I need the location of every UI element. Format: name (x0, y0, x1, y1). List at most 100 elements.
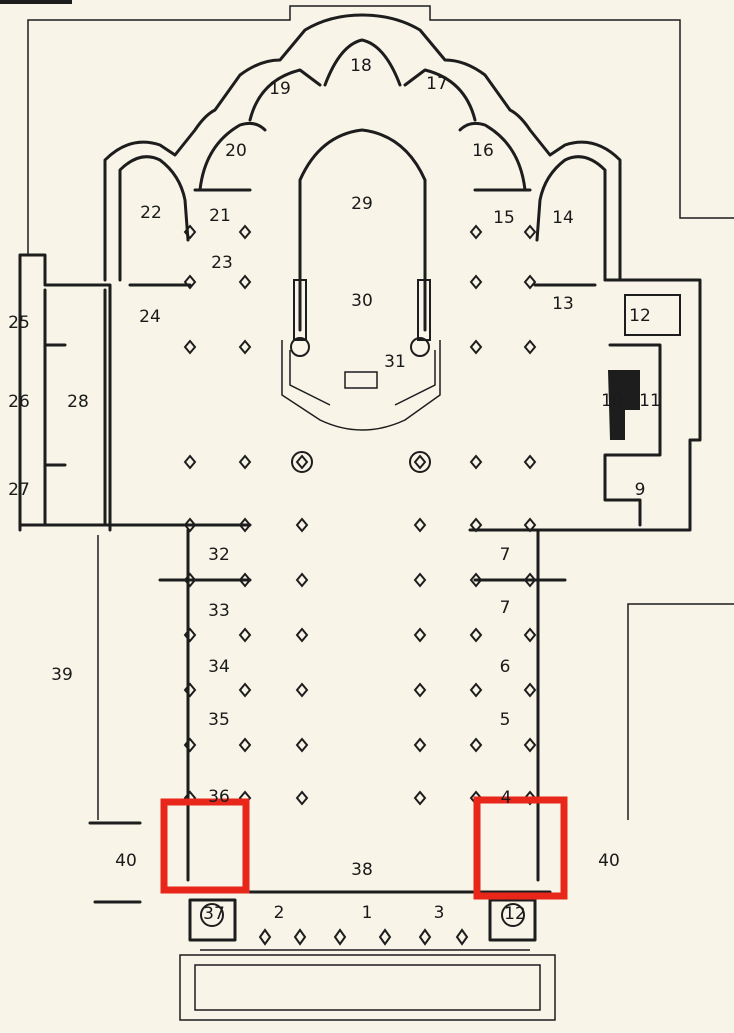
label-26: 26 (8, 392, 30, 412)
pier (523, 737, 537, 753)
pier (238, 517, 252, 533)
pier (238, 454, 252, 470)
label-6: 6 (500, 657, 511, 677)
label-15: 15 (493, 208, 515, 228)
pier (183, 517, 197, 533)
pier (183, 454, 197, 470)
right-annex (468, 278, 702, 532)
pier (238, 737, 252, 753)
pier (238, 682, 252, 698)
nave-piers (183, 224, 537, 946)
label-11: 11 (639, 391, 661, 411)
label-16: 16 (472, 141, 494, 161)
pier (295, 790, 309, 806)
portal-pier (378, 928, 392, 946)
pier (238, 274, 252, 290)
pier (413, 627, 427, 643)
label-2: 2 (274, 903, 285, 923)
room-labels: 1 2 3 4 5 6 7 7 9 10 11 12 12 13 14 15 1… (8, 56, 661, 924)
label-25: 25 (8, 313, 30, 333)
crossing-pier (291, 451, 313, 473)
pier (469, 339, 483, 355)
pier (523, 572, 537, 588)
pier (413, 454, 427, 470)
label-18: 18 (350, 56, 372, 76)
label-36: 36 (208, 787, 230, 807)
pier (523, 682, 537, 698)
pier (413, 682, 427, 698)
pier (469, 627, 483, 643)
label-21: 21 (209, 206, 231, 226)
crossing-pier (409, 451, 431, 473)
label-33: 33 (208, 601, 230, 621)
highlight-box-right (473, 796, 568, 900)
pier (295, 627, 309, 643)
label-9: 9 (635, 480, 646, 500)
label-12a: 12 (629, 306, 651, 326)
pier (238, 224, 252, 240)
label-30: 30 (351, 291, 373, 311)
label-28: 28 (67, 392, 89, 412)
label-10: 10 (601, 391, 623, 411)
label-40a: 40 (115, 851, 137, 871)
portal-pier (333, 928, 347, 946)
pier (183, 627, 197, 643)
pier (183, 572, 197, 588)
pier (295, 572, 309, 588)
pier (469, 682, 483, 698)
pier (183, 224, 197, 240)
label-29: 29 (351, 194, 373, 214)
portal-pier (258, 928, 272, 946)
label-5: 5 (500, 710, 511, 730)
pier (183, 682, 197, 698)
pier (469, 517, 483, 533)
pier (523, 339, 537, 355)
pier (295, 517, 309, 533)
pier (413, 790, 427, 806)
label-35: 35 (208, 710, 230, 730)
portal-pier (418, 928, 432, 946)
pier (469, 274, 483, 290)
pier (183, 339, 197, 355)
pier (523, 627, 537, 643)
apse-wall (103, 13, 622, 282)
pier (295, 454, 309, 470)
label-7a: 7 (500, 598, 511, 618)
site-boundary-lines (27, 5, 734, 820)
label-4: 4 (501, 788, 512, 808)
label-31: 31 (384, 352, 406, 372)
pier (238, 572, 252, 588)
pier (238, 339, 252, 355)
label-19: 19 (269, 79, 291, 99)
corner-tab (0, 0, 72, 4)
label-38: 38 (351, 860, 373, 880)
label-27: 27 (8, 480, 30, 500)
label-12b: 12 (504, 904, 526, 924)
pier (469, 224, 483, 240)
pier (183, 274, 197, 290)
label-24: 24 (139, 307, 161, 327)
label-39: 39 (51, 665, 73, 685)
left-chapels (18, 253, 597, 532)
pier (469, 737, 483, 753)
label-32: 32 (208, 545, 230, 565)
pier (413, 517, 427, 533)
label-14: 14 (552, 208, 574, 228)
label-17: 17 (426, 74, 448, 94)
pier (523, 790, 537, 806)
label-40b: 40 (598, 851, 620, 871)
label-20: 20 (225, 141, 247, 161)
label-1: 1 (362, 903, 373, 923)
entrance-towers (179, 898, 556, 1021)
label-23: 23 (211, 253, 233, 273)
highlight-box-left (160, 798, 250, 894)
pier (523, 454, 537, 470)
label-34: 34 (208, 657, 230, 677)
portal-pier (455, 928, 469, 946)
pier (413, 737, 427, 753)
pier (238, 627, 252, 643)
pier (523, 517, 537, 533)
label-22: 22 (140, 203, 162, 223)
pier (523, 274, 537, 290)
pier (523, 224, 537, 240)
